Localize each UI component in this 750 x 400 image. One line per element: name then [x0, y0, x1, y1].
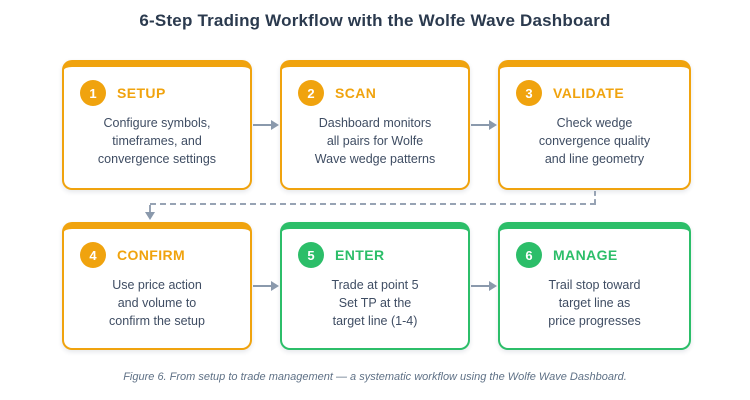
- dashed-connector-vertical: [594, 191, 596, 204]
- step-number-badge: 5: [298, 242, 324, 268]
- card-header: 4 CONFIRM: [64, 229, 250, 268]
- card-header: 1 SETUP: [64, 67, 250, 106]
- step-card-validate: 3 VALIDATE Check wedge convergence quali…: [498, 60, 691, 190]
- step-description: Check wedge convergence quality and line…: [538, 116, 651, 166]
- step-card-manage: 6 MANAGE Trail stop toward target line a…: [498, 222, 691, 350]
- arrow-right-icon: [253, 119, 279, 131]
- diagram-title: 6-Step Trading Workflow with the Wolfe W…: [139, 11, 611, 30]
- figure-caption: Figure 6. From setup to trade management…: [123, 371, 627, 383]
- step-description: Trade at point 5 Set TP at the target li…: [331, 278, 419, 328]
- card-header: 2 SCAN: [282, 67, 468, 106]
- step-label: SETUP: [117, 85, 166, 101]
- step-number-badge: 6: [516, 242, 542, 268]
- step-number-badge: 4: [80, 242, 106, 268]
- card-header: 3 VALIDATE: [500, 67, 689, 106]
- step-label: MANAGE: [553, 247, 618, 263]
- step-card-enter: 5 ENTER Trade at point 5 Set TP at the t…: [280, 222, 470, 350]
- step-description: Configure symbols, timeframes, and conve…: [97, 116, 217, 166]
- step-description: Trail stop toward target line as price p…: [548, 278, 641, 328]
- step-card-scan: 2 SCAN Dashboard monitors all pairs for …: [280, 60, 470, 190]
- step-number-badge: 2: [298, 80, 324, 106]
- dashed-connector-vertical: [149, 205, 151, 213]
- arrow-right-icon: [471, 119, 497, 131]
- step-label: VALIDATE: [553, 85, 625, 101]
- step-description: Use price action and volume to confirm t…: [109, 278, 205, 328]
- card-header: 5 ENTER: [282, 229, 468, 268]
- step-card-confirm: 4 CONFIRM Use price action and volume to…: [62, 222, 252, 350]
- step-label: CONFIRM: [117, 247, 186, 263]
- step-label: SCAN: [335, 85, 377, 101]
- dashed-connector-horizontal: [150, 203, 596, 205]
- arrow-right-icon: [253, 280, 279, 292]
- step-card-setup: 1 SETUP Configure symbols, timeframes, a…: [62, 60, 252, 190]
- step-label: ENTER: [335, 247, 385, 263]
- arrow-down-icon: [145, 212, 155, 220]
- step-description: Dashboard monitors all pairs for Wolfe W…: [314, 116, 436, 166]
- card-header: 6 MANAGE: [500, 229, 689, 268]
- arrow-right-icon: [471, 280, 497, 292]
- step-number-badge: 1: [80, 80, 106, 106]
- step-number-badge: 3: [516, 80, 542, 106]
